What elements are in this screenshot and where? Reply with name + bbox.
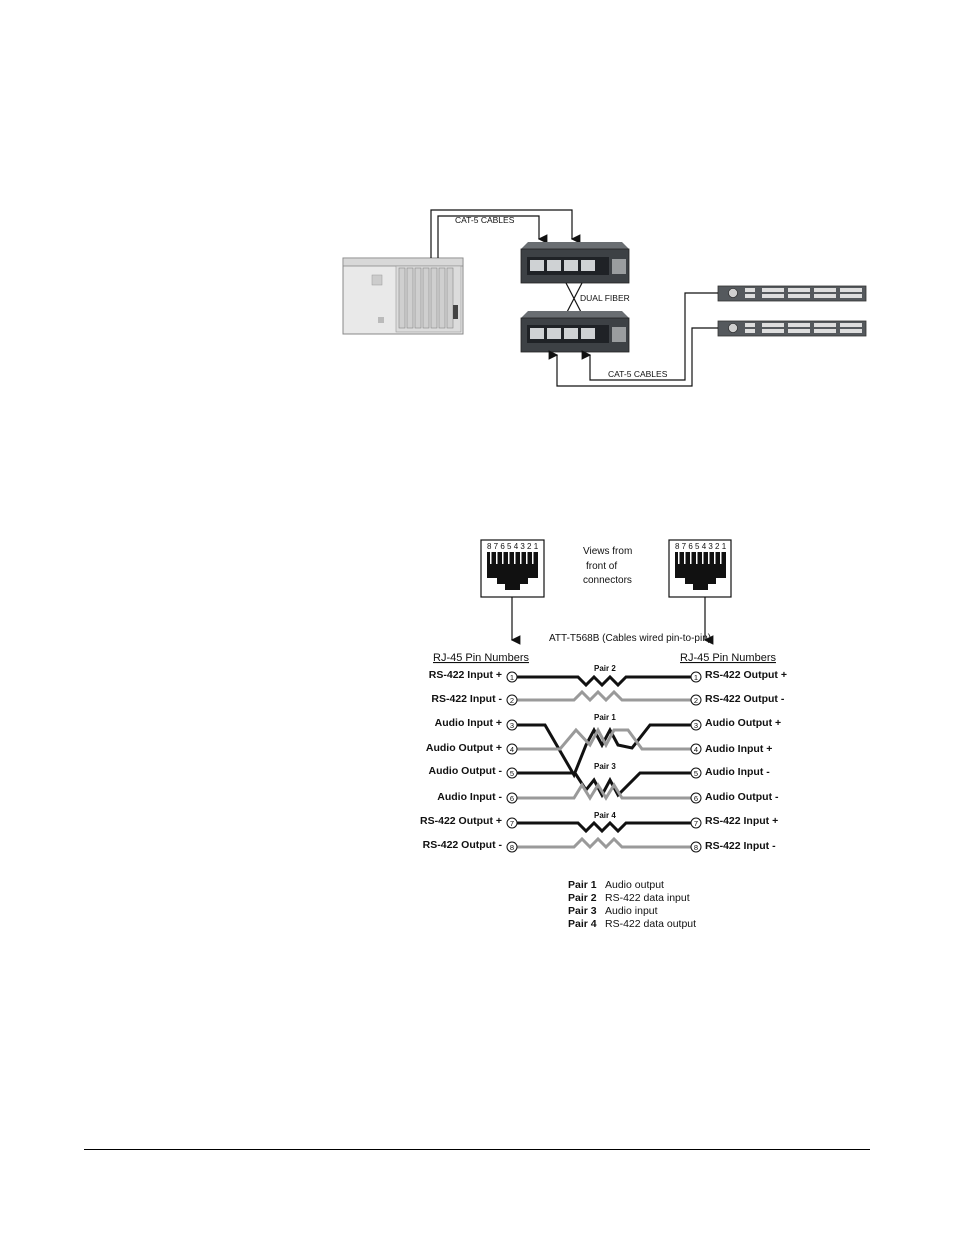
left-pin-label: Audio Output - <box>429 765 503 777</box>
dual-fiber-label: DUAL FIBER <box>580 293 630 303</box>
control-panel-1 <box>717 285 867 302</box>
view-note-line-3: connectors <box>583 575 632 586</box>
left-pin-label: RS-422 Output - <box>423 839 503 851</box>
rj45-connector-left: 8 7 6 5 4 3 2 1 <box>480 539 545 598</box>
wire-pin5 <box>515 771 693 799</box>
fiber-converter-bottom <box>520 311 630 353</box>
right-pin-list: 1 2 3 4 5 6 7 8 RS-422 Output + RS-422 O… <box>690 669 787 853</box>
left-pin-header: RJ-45 Pin Numbers <box>433 652 529 664</box>
wires <box>515 674 693 850</box>
cat5-cable-bottom-2 <box>548 327 718 387</box>
wire-pin4 <box>515 726 693 751</box>
left-pin-number: 5 <box>510 769 514 778</box>
pair-tag-2: Pair 2 <box>594 664 616 673</box>
rj45-wiring-diagram: 8 7 6 5 4 3 2 1 8 7 6 5 4 3 2 1 Views fr… <box>420 539 787 930</box>
right-pin-label: RS-422 Output + <box>705 669 787 681</box>
right-pin-number: 7 <box>694 819 698 828</box>
right-pin-number: 1 <box>694 673 698 682</box>
left-pin-number: 3 <box>510 721 514 730</box>
legend-desc: Audio input <box>605 905 658 917</box>
fiber-converter-top <box>520 242 630 284</box>
legend-desc: RS-422 data output <box>605 918 696 930</box>
right-pin-number: 6 <box>694 794 698 803</box>
right-pin-label: RS-422 Input + <box>705 815 778 827</box>
left-pin-label: Audio Input - <box>437 791 502 803</box>
legend-pair: Pair 2 <box>568 892 597 904</box>
view-note-line-1: Views from <box>583 546 632 557</box>
left-pin-list: RS-422 Input + RS-422 Input - Audio Inpu… <box>420 669 518 853</box>
right-pin-label: Audio Input - <box>705 766 770 778</box>
pin-numbers-left: 8 7 6 5 4 3 2 1 <box>487 542 539 551</box>
wire-pin6 <box>515 782 693 801</box>
left-pin-number: 7 <box>510 819 514 828</box>
cat5-label-top: CAT-5 CABLES <box>455 215 515 225</box>
right-pin-label: Audio Output + <box>705 717 781 729</box>
right-pin-label: Audio Output - <box>705 791 779 803</box>
standard-label: ATT-T568B (Cables wired pin-to-pin) <box>549 633 711 644</box>
legend-desc: Audio output <box>605 879 664 891</box>
system-connection-diagram: CAT-5 CABLES DUAL FIBER <box>342 209 867 387</box>
cat5-cable-top-2 <box>437 215 548 258</box>
cat5-cable-bottom-1 <box>581 292 718 381</box>
wire-pin2 <box>515 689 693 703</box>
rj45-connector-right: 8 7 6 5 4 3 2 1 <box>668 539 732 598</box>
legend-pair: Pair 4 <box>568 918 597 930</box>
cat5-label-bottom: CAT-5 CABLES <box>608 369 668 379</box>
left-pin-number: 1 <box>510 673 514 682</box>
wire-pin7 <box>515 820 693 834</box>
pair-tag-1: Pair 1 <box>594 713 616 722</box>
right-pin-number: 2 <box>694 696 698 705</box>
legend-desc: RS-422 data input <box>605 892 690 904</box>
left-pin-number: 8 <box>510 843 514 852</box>
pin-numbers-right: 8 7 6 5 4 3 2 1 <box>675 542 727 551</box>
left-pin-label: RS-422 Input - <box>431 693 502 705</box>
right-pin-label: Audio Input + <box>705 743 772 755</box>
right-pin-header: RJ-45 Pin Numbers <box>680 652 776 664</box>
right-pin-number: 3 <box>694 721 698 730</box>
footer-rule <box>84 1149 870 1150</box>
left-pin-label: RS-422 Output + <box>420 815 502 827</box>
control-panel-2 <box>717 320 867 337</box>
wire-pin1 <box>515 674 693 688</box>
pair-tag-3: Pair 3 <box>594 762 616 771</box>
left-pin-label: Audio Output + <box>426 742 502 754</box>
view-note-line-2: front of <box>586 561 617 572</box>
left-pin-number: 4 <box>510 745 514 754</box>
right-pin-label: RS-422 Input - <box>705 840 776 852</box>
legend-pair: Pair 1 <box>568 879 597 891</box>
right-pin-number: 8 <box>694 843 698 852</box>
right-pin-number: 4 <box>694 745 698 754</box>
right-pin-number: 5 <box>694 769 698 778</box>
wire-pin8 <box>515 836 693 850</box>
pair-tag-4: Pair 4 <box>594 811 616 820</box>
legend-pair: Pair 3 <box>568 905 597 917</box>
left-pin-number: 2 <box>510 696 514 705</box>
cat5-cable-top-1 <box>430 209 581 258</box>
wire-pin3 <box>515 723 693 779</box>
right-pin-label: RS-422 Output - <box>705 693 785 705</box>
left-pin-label: RS-422 Input + <box>429 669 502 681</box>
router-frame <box>342 257 464 335</box>
left-pin-number: 6 <box>510 794 514 803</box>
pair-legend: Pair 1 Audio output Pair 2 RS-422 data i… <box>568 879 696 930</box>
left-pin-label: Audio Input + <box>435 717 502 729</box>
fiber-strand-2 <box>565 282 583 315</box>
